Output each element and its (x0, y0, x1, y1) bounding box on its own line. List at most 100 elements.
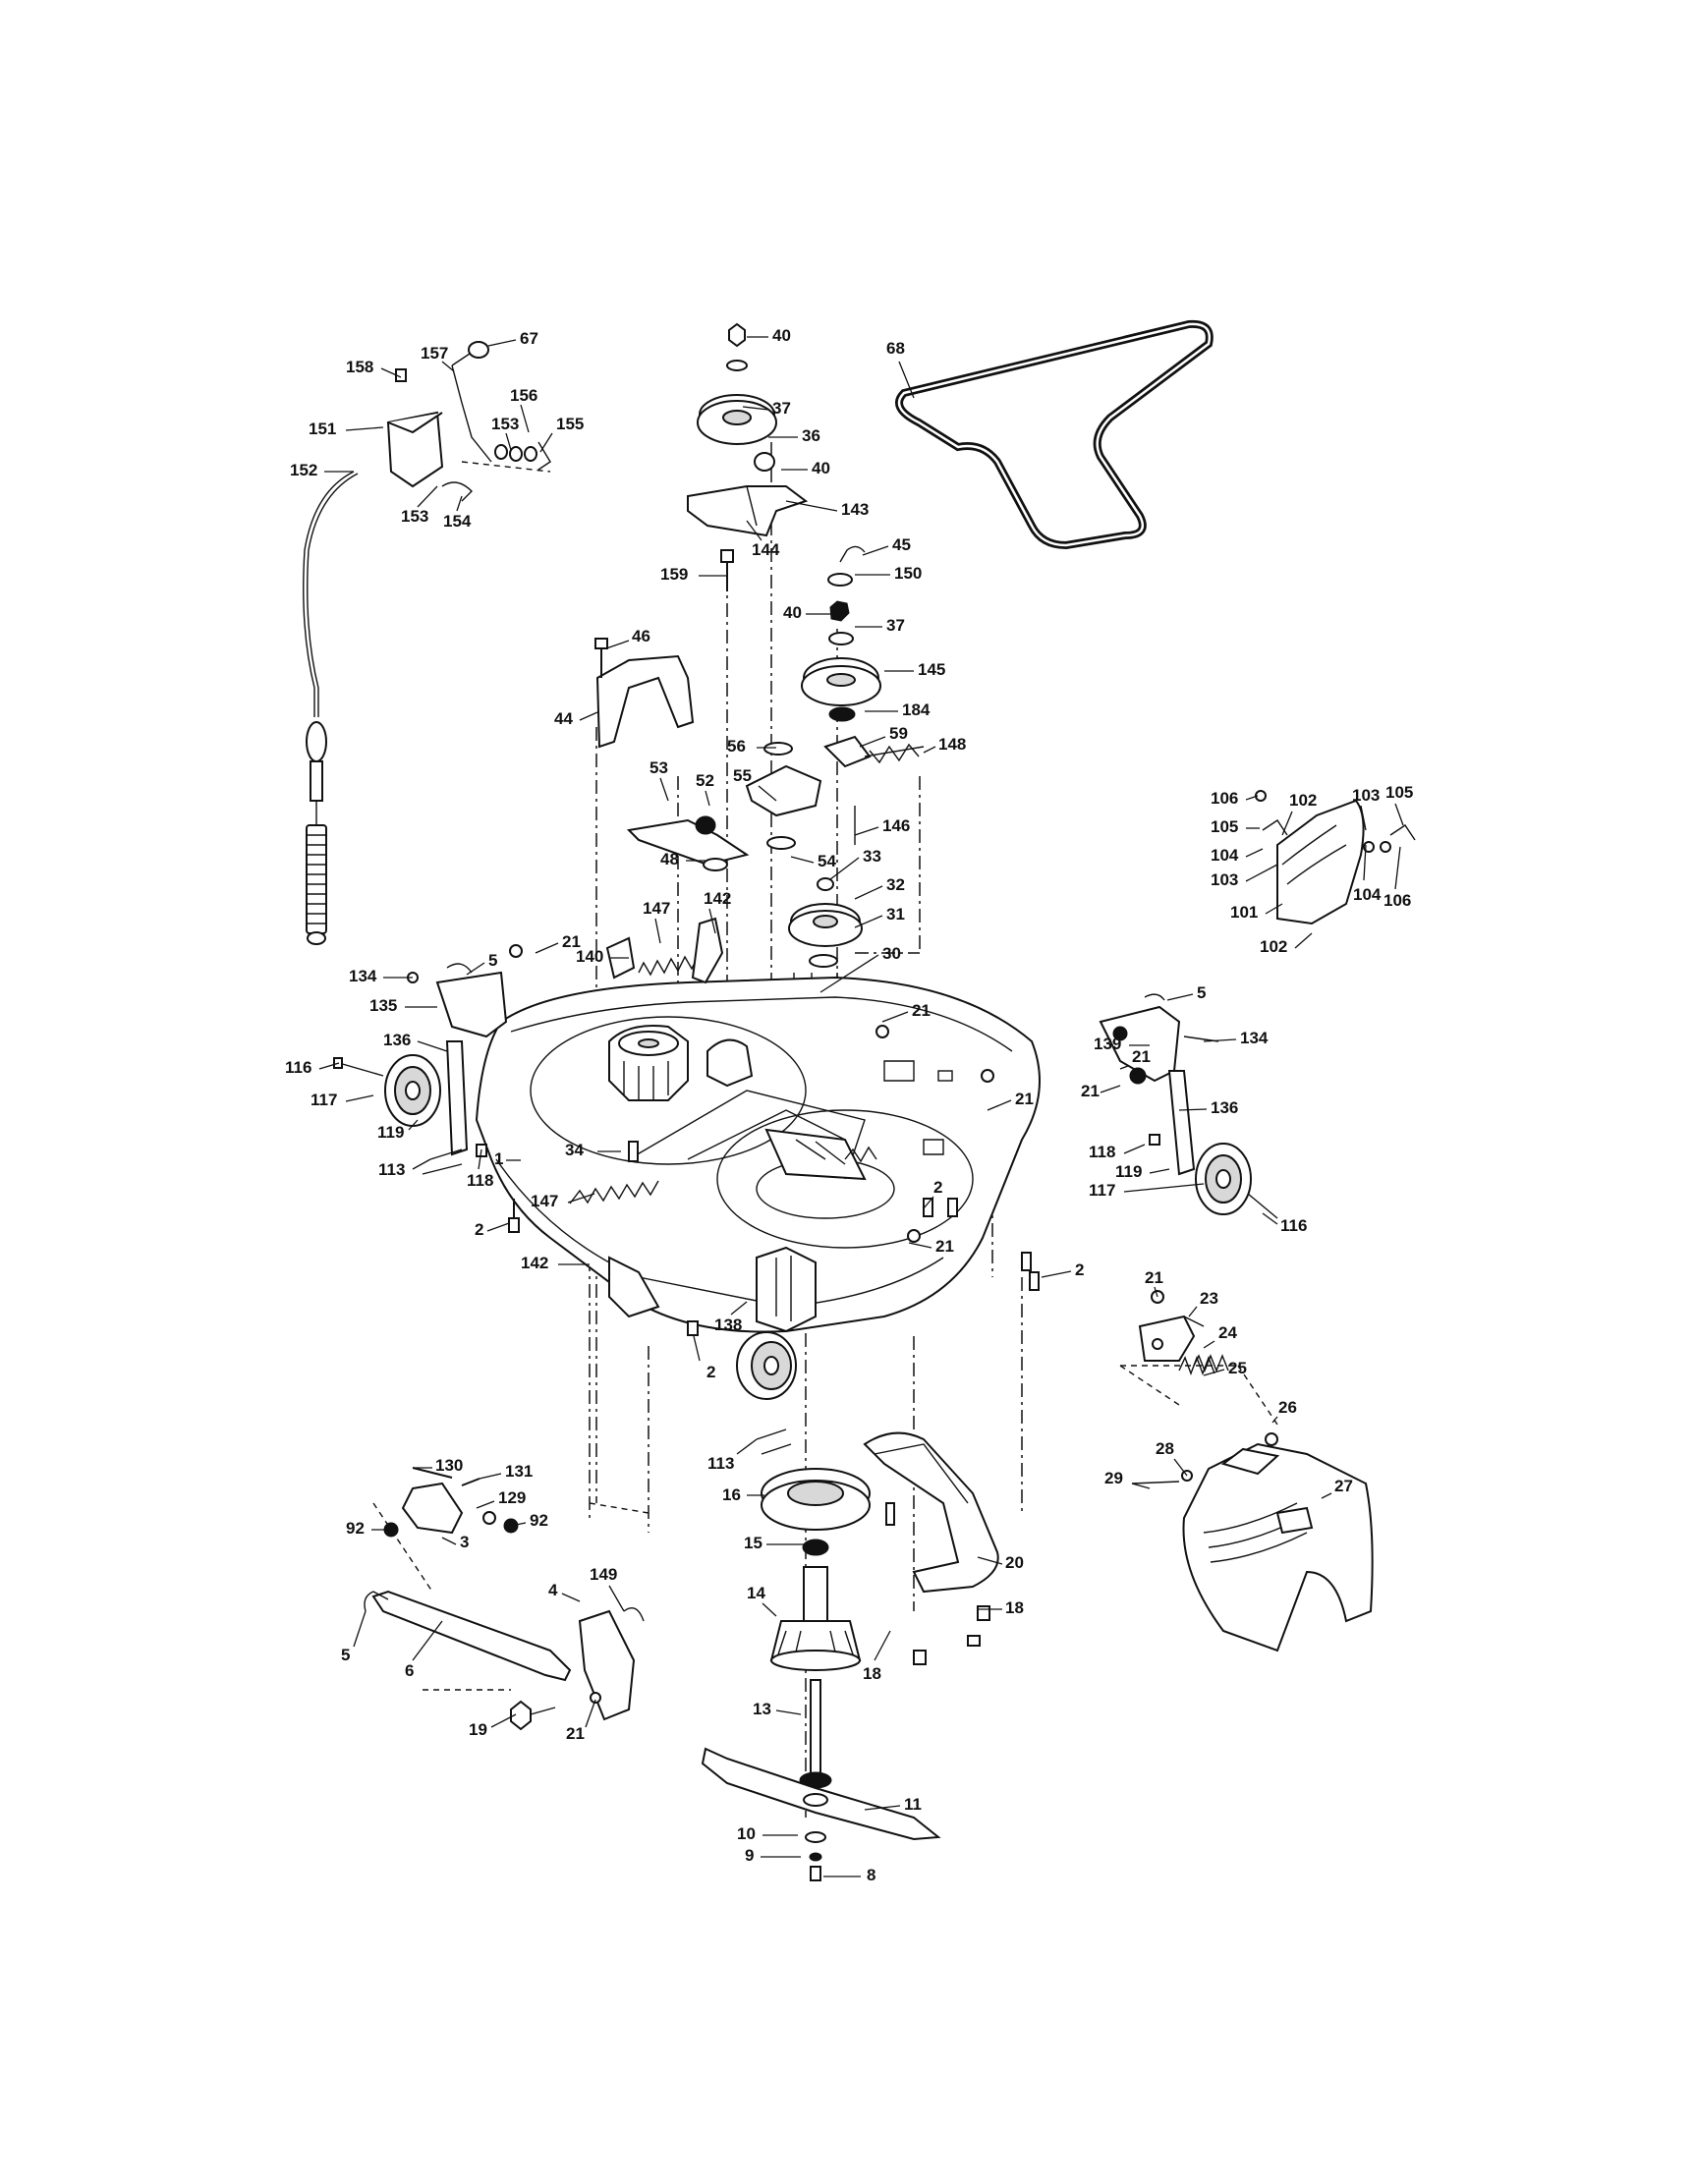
part-number-label: 142 (704, 889, 731, 908)
leader-line (1149, 1168, 1170, 1174)
callout-131: 131 (479, 1462, 533, 1481)
part-number-label: 149 (590, 1565, 617, 1584)
callout-5: 5 (466, 951, 497, 976)
callout-19: 19 (469, 1713, 517, 1739)
leader-line (1178, 1108, 1208, 1111)
callout-143: 143 (785, 500, 869, 519)
callout-92: 92 (510, 1511, 548, 1530)
callout-14: 14 (747, 1584, 777, 1617)
part-number-label: 184 (902, 700, 931, 719)
part-number-label: 21 (1081, 1082, 1100, 1100)
fasteners (508, 1025, 1164, 1336)
part-number-label: 67 (520, 329, 538, 348)
leader-line (762, 1602, 777, 1617)
part-number-label: 45 (892, 535, 911, 554)
leader-line (859, 736, 886, 748)
part-number-label: 24 (1218, 1323, 1237, 1342)
part-number-label: 116 (285, 1058, 311, 1077)
callout-153: 153 (401, 485, 438, 526)
part-number-label: 10 (737, 1824, 756, 1843)
callout-10: 10 (737, 1824, 798, 1843)
mower-deck (475, 976, 1041, 1333)
leader-line (1100, 1085, 1121, 1093)
callout-27: 27 (1321, 1477, 1353, 1499)
callout-147: 147 (643, 899, 670, 944)
callout-21: 21 (566, 1699, 596, 1743)
callout-147: 147 (531, 1192, 595, 1210)
part-number-label: 144 (752, 540, 780, 559)
leader-line (441, 361, 455, 372)
callout-159: 159 (660, 565, 727, 584)
leader-line (466, 962, 485, 976)
leader-line (1203, 1038, 1237, 1042)
callout-21: 21 (987, 1090, 1034, 1111)
leader-line (476, 1500, 495, 1509)
part-number-label: 5 (1197, 983, 1206, 1002)
part-number-label: 113 (378, 1160, 405, 1179)
callout-105: 105 (1385, 783, 1413, 826)
callout-145: 145 (884, 660, 945, 679)
leader-line (1123, 1144, 1146, 1154)
part-number-label: 103 (1352, 786, 1380, 805)
part-number-label: 147 (531, 1192, 558, 1210)
callout-151: 151 (309, 420, 384, 438)
callout-31: 31 (854, 905, 905, 928)
callout-36: 36 (768, 426, 820, 445)
part-number-label: 147 (643, 899, 670, 918)
callout-37: 37 (742, 399, 791, 418)
callout-2: 2 (923, 1178, 942, 1209)
leader-line (1245, 864, 1278, 882)
leader-line (1245, 795, 1259, 801)
part-number-label: 21 (1145, 1268, 1163, 1287)
leader-line (345, 426, 384, 431)
callout-2: 2 (475, 1220, 510, 1239)
part-number-label: 40 (783, 603, 802, 622)
part-number-label: 130 (435, 1456, 463, 1475)
part-number-label: 18 (1005, 1598, 1024, 1617)
mulch-cover (1255, 790, 1416, 925)
leader-line (1203, 1340, 1215, 1349)
part-number-label: 139 (1094, 1035, 1121, 1053)
part-number-label: 4 (548, 1581, 558, 1599)
part-number-label: 117 (1089, 1181, 1115, 1200)
tension-pulley-assembly (801, 545, 925, 768)
leader-line (412, 1158, 431, 1170)
callout-153: 153 (491, 415, 519, 451)
leader-line (561, 1593, 581, 1602)
leader-line (923, 746, 936, 754)
leader-line (881, 1011, 909, 1023)
callout-56: 56 (727, 737, 776, 756)
part-number-label: 30 (882, 944, 901, 963)
part-number-label: 29 (1104, 1469, 1123, 1487)
leader-line (1203, 1369, 1225, 1376)
callout-21: 21 (535, 932, 581, 954)
part-number-label: 151 (309, 420, 336, 438)
leader-line (1173, 1458, 1188, 1477)
part-number-label: 27 (1334, 1477, 1353, 1495)
part-number-label: 21 (935, 1237, 954, 1256)
part-number-label: 2 (933, 1178, 942, 1197)
callout-135: 135 (369, 996, 437, 1015)
callout-6: 6 (405, 1620, 443, 1680)
leader-line (1041, 1270, 1072, 1278)
callout-158: 158 (346, 358, 402, 378)
part-number-label: 102 (1289, 791, 1317, 810)
part-number-label: 11 (904, 1795, 922, 1814)
leader-line (441, 1537, 457, 1545)
part-number-label: 14 (747, 1584, 765, 1602)
callout-29: 29 (1104, 1469, 1151, 1489)
callout-116: 116 (1262, 1212, 1307, 1235)
callout-1: 1 (494, 1149, 521, 1168)
callout-152: 152 (290, 461, 354, 479)
part-number-label: 56 (727, 737, 746, 756)
part-number-label: 28 (1156, 1439, 1174, 1458)
part-number-label: 113 (707, 1454, 734, 1473)
leader-line (1271, 1416, 1278, 1424)
part-number-label: 158 (346, 358, 373, 376)
part-number-label: 34 (565, 1141, 584, 1159)
callout-16: 16 (722, 1485, 764, 1504)
callout-116: 116 (285, 1058, 340, 1077)
part-number-label: 155 (556, 415, 584, 433)
callout-118: 118 (1089, 1143, 1146, 1161)
part-number-label: 37 (886, 616, 905, 635)
